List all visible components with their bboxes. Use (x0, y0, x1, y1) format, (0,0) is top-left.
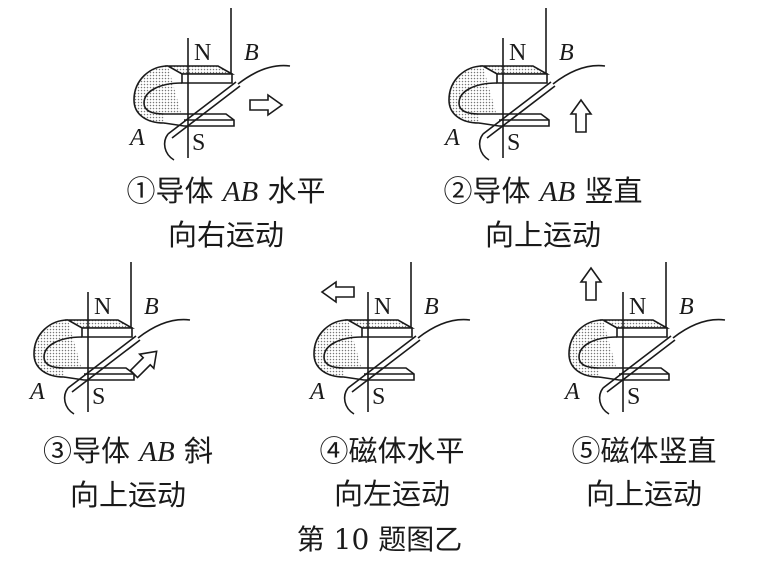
north-label: N (374, 294, 392, 320)
up-arrow-icon (569, 98, 593, 133)
caption-2-line1: ②导体 AB 竖直 (443, 174, 643, 208)
magnet-group (33, 262, 191, 415)
magnet-top-face (64, 319, 136, 329)
magnet-top-front (361, 327, 413, 338)
magnet-top-front (616, 327, 668, 338)
lead-wire-a (163, 133, 175, 161)
conductor-ab (602, 335, 672, 389)
magnet-group (568, 262, 726, 415)
magnet-group (313, 262, 471, 415)
figure-title: 第 10 题图乙 (296, 523, 463, 556)
lead-wire-a (598, 387, 610, 415)
end-a-label: A (130, 125, 145, 151)
magnet-diagram-5 (568, 262, 726, 415)
panel-2: N S A B (443, 8, 643, 168)
south-label: S (507, 130, 521, 156)
north-label: N (629, 294, 647, 320)
south-label: S (92, 384, 106, 410)
diagonal-arrow-icon (129, 350, 158, 379)
conductor-ab (351, 339, 421, 393)
caption-5: ⑤磁体竖直 向上运动 (534, 430, 754, 516)
magnet-top-front (496, 73, 548, 84)
conductor-ab (67, 335, 137, 389)
magnet-top-front (81, 327, 133, 338)
up-arrow-icon (579, 266, 603, 301)
magnet-bend-inner (43, 336, 83, 369)
magnet-top-face (599, 319, 671, 329)
lead-wire-b (137, 318, 191, 339)
caption-3-line2: 向上运动 (69, 478, 186, 512)
end-a-label: A (445, 125, 460, 151)
conductor-ab (482, 81, 552, 135)
end-b-label: B (244, 40, 259, 66)
conductor-ab (71, 339, 141, 393)
end-b-label: B (424, 294, 439, 320)
end-b-label: B (144, 294, 159, 320)
magnet-bend-inner (458, 82, 498, 115)
end-a-label: A (30, 379, 45, 405)
magnet-bend-inner (578, 336, 618, 369)
magnet-bend-inner (143, 82, 183, 115)
north-label: N (509, 40, 527, 66)
caption-5-line1: ⑤磁体竖直 (571, 434, 717, 468)
magnet-diagram-4 (313, 262, 471, 415)
panel-3: N S A B (28, 262, 228, 442)
caption-4-line2: 向左运动 (333, 477, 450, 511)
magnet-top-face (479, 65, 551, 75)
magnet-top-face (344, 319, 416, 329)
south-label: S (192, 130, 206, 156)
magnet-group (133, 8, 291, 161)
panel-1: N S A B (128, 8, 328, 168)
magnet-top-face (164, 65, 236, 75)
conductor-ab (606, 339, 676, 393)
caption-3-line1: ③导体 AB 斜 (43, 434, 213, 468)
conductor-ab (347, 335, 417, 389)
right-arrow-icon (249, 93, 284, 117)
magnet-diagram-1 (133, 8, 291, 161)
north-label: N (194, 40, 212, 66)
panel-4: N S A B (308, 262, 508, 442)
caption-1: ①导体 AB 水平 向右运动 (106, 170, 346, 257)
caption-3: ③导体 AB 斜 向上运动 (8, 430, 248, 517)
caption-2-line2: 向上运动 (484, 218, 601, 252)
north-label: N (94, 294, 112, 320)
lead-wire-b (237, 64, 291, 85)
caption-4: ④磁体水平 向左运动 (282, 430, 502, 516)
end-a-label: A (310, 379, 325, 405)
south-label: S (372, 384, 386, 410)
end-a-label: A (565, 379, 580, 405)
south-label: S (627, 384, 641, 410)
caption-4-line1: ④磁体水平 (319, 434, 465, 468)
magnet-group (448, 8, 606, 161)
caption-1-line1: ①导体 AB 水平 (126, 174, 326, 208)
caption-2: ②导体 AB 竖直 向上运动 (418, 170, 668, 257)
caption-5-line2: 向上运动 (585, 477, 702, 511)
lead-wire-a (478, 133, 490, 161)
conductor-ab (486, 85, 556, 139)
caption-1-line2: 向右运动 (167, 218, 284, 252)
left-arrow-icon (320, 280, 355, 304)
lead-wire-b (552, 64, 606, 85)
end-b-label: B (679, 294, 694, 320)
magnet-diagram-2 (448, 8, 606, 161)
lead-wire-b (417, 318, 471, 339)
conductor-ab (167, 81, 237, 135)
magnet-top-front (181, 73, 233, 84)
lead-wire-a (343, 387, 355, 415)
conductor-ab (171, 85, 241, 139)
end-b-label: B (559, 40, 574, 66)
lead-wire-b (672, 318, 726, 339)
panel-5: N S A B (563, 262, 759, 442)
magnet-diagram-3 (33, 262, 191, 415)
lead-wire-a (63, 387, 75, 415)
magnet-bend-inner (323, 336, 363, 369)
